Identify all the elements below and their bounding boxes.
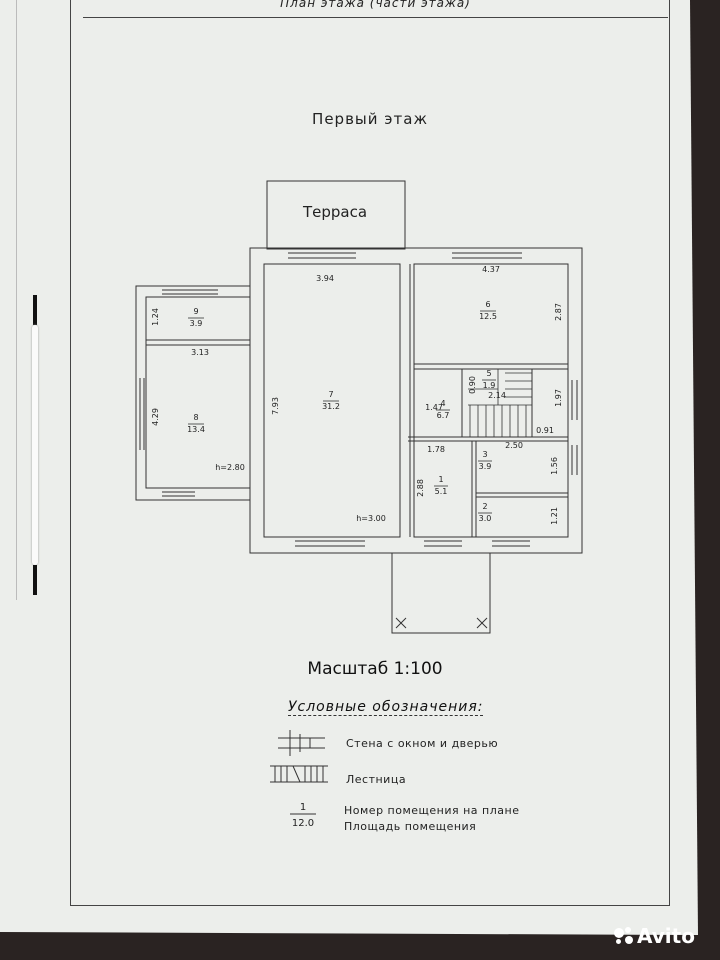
dim-1-47: 1.47 bbox=[425, 403, 443, 412]
room-6-number: 6 bbox=[485, 300, 490, 309]
dim-1-24: 1.24 bbox=[151, 308, 160, 326]
scale-label: Масштаб 1:100 bbox=[307, 659, 443, 679]
avito-text: Avito bbox=[637, 924, 695, 948]
legend-wall-label: Стена с окном и дверью bbox=[346, 737, 499, 750]
binding-thread bbox=[30, 295, 40, 595]
room-2-number: 2 bbox=[482, 502, 487, 511]
header-title: План этажа (части этажа) bbox=[280, 0, 471, 10]
room-3-number: 3 bbox=[482, 450, 487, 459]
dim-1-56: 1.56 bbox=[550, 457, 559, 475]
room-7-area: 31.2 bbox=[322, 402, 340, 411]
dim-4-37: 4.37 bbox=[482, 265, 500, 274]
avito-logo-icon bbox=[614, 927, 634, 945]
dim-0-90: 0.90 bbox=[468, 376, 477, 394]
left-margin-strip bbox=[0, 0, 17, 600]
legend-title: Условные обозначения: bbox=[288, 699, 484, 716]
dim-4-29: 4.29 bbox=[151, 408, 160, 426]
dim-7-93: 7.93 bbox=[271, 397, 280, 415]
dim-0-91: 0.91 bbox=[536, 426, 554, 435]
right-block-inner bbox=[413, 263, 569, 538]
legend-sample-number: 1 bbox=[300, 802, 306, 813]
dim-3-94: 3.94 bbox=[316, 274, 334, 283]
height-2-80: h=2.80 bbox=[215, 463, 245, 472]
room-5-area: 1.9 bbox=[483, 381, 496, 390]
stair-hatching bbox=[468, 369, 532, 437]
legend-number-label: Номер помещения на плане bbox=[344, 804, 520, 817]
dim-3-13: 3.13 bbox=[191, 348, 209, 357]
room-8-number: 8 bbox=[193, 413, 198, 422]
avito-watermark: Avito bbox=[614, 924, 695, 948]
room-9-number: 9 bbox=[193, 307, 198, 316]
room-4-number: 4 bbox=[440, 399, 445, 408]
dim-1-21: 1.21 bbox=[550, 507, 559, 525]
legend-stair-label: Лестница bbox=[346, 773, 407, 786]
dim-2-50: 2.50 bbox=[505, 441, 523, 450]
room-6-area: 12.5 bbox=[479, 312, 497, 321]
legend-stair-symbol bbox=[270, 765, 328, 783]
dim-1-97: 1.97 bbox=[554, 389, 563, 407]
room-7-outline bbox=[263, 263, 401, 538]
room-8-area: 13.4 bbox=[187, 425, 205, 434]
room-3-area: 3.9 bbox=[479, 462, 492, 471]
terrace-outline bbox=[266, 180, 406, 250]
terrace-label: Терраса bbox=[302, 203, 367, 221]
room-7-number: 7 bbox=[328, 390, 333, 399]
dim-1-78: 1.78 bbox=[427, 445, 445, 454]
height-3-00: h=3.00 bbox=[356, 514, 386, 523]
dim-2-87: 2.87 bbox=[554, 303, 563, 321]
room-1-area: 5.1 bbox=[435, 487, 448, 496]
dim-2-14: 2.14 bbox=[488, 391, 506, 400]
sheet-header: План этажа (части этажа) bbox=[83, 0, 668, 18]
room-9-area: 3.9 bbox=[190, 319, 203, 328]
room-4-area: 6.7 bbox=[437, 411, 450, 420]
room-5-number: 5 bbox=[486, 369, 491, 378]
room-1-number: 1 bbox=[438, 475, 443, 484]
legend-wall-symbol bbox=[278, 730, 325, 756]
drawing-frame bbox=[70, 0, 670, 906]
floor-title: Первый этаж bbox=[312, 110, 428, 128]
room-2-area: 3.0 bbox=[479, 514, 492, 523]
legend-sample-area: 12.0 bbox=[292, 818, 314, 829]
porch-outline bbox=[391, 552, 491, 634]
dim-2-88: 2.88 bbox=[416, 479, 425, 497]
legend-area-label: Площадь помещения bbox=[344, 820, 477, 833]
